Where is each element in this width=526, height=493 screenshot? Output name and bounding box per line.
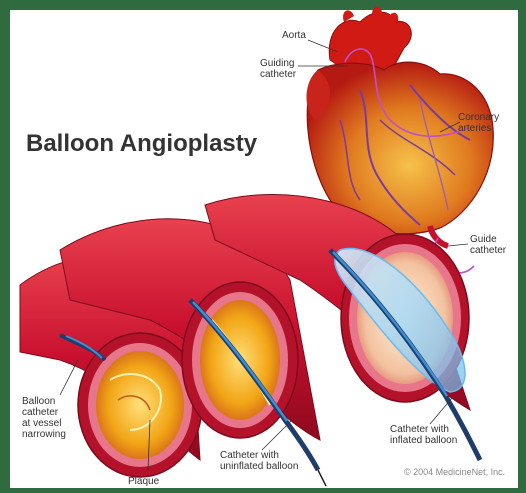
- label-coronary-arteries: Coronary arteries: [458, 112, 499, 134]
- label-guiding-catheter: Guiding catheter: [260, 58, 296, 80]
- label-catheter-inflated: Catheter with inflated balloon: [390, 424, 457, 446]
- label-catheter-uninflated: Catheter with uninflated balloon: [220, 450, 298, 472]
- label-balloon-catheter: Balloon catheter at vessel narrowing: [22, 396, 66, 440]
- diagram-title: Balloon Angioplasty: [26, 130, 257, 158]
- label-plaque: Plaque: [128, 476, 159, 487]
- label-aorta: Aorta: [282, 30, 306, 41]
- label-guide-catheter: Guide catheter: [470, 234, 506, 256]
- copyright-text: © 2004 MedicineNet, Inc.: [404, 467, 505, 477]
